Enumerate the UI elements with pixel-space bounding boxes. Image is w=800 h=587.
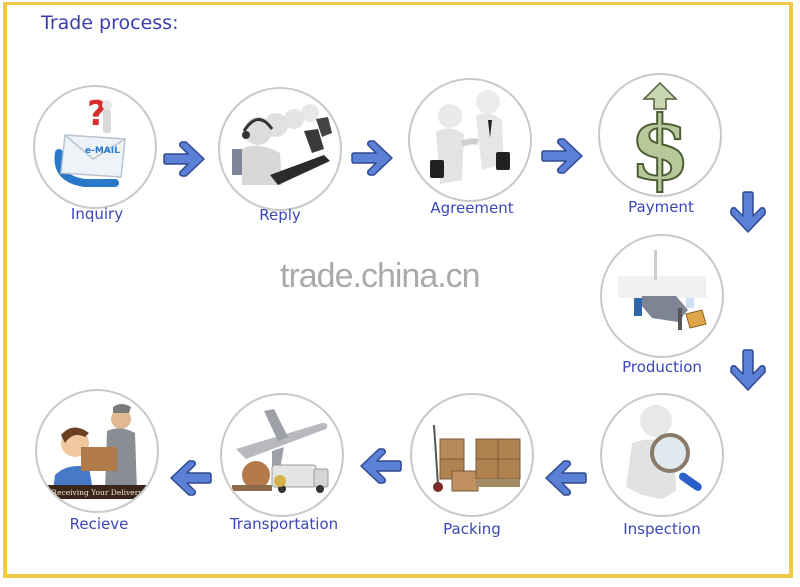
arrow-down-icon — [728, 348, 768, 394]
factory-machine-icon — [618, 250, 707, 330]
step-payment: $ — [598, 73, 722, 197]
diagram-frame — [3, 2, 793, 578]
email-question-icon: ? e-MAIL — [54, 94, 126, 187]
diagram-title: Trade process: — [41, 12, 179, 34]
step-label-inquiry: Inquiry — [70, 205, 124, 223]
step-label-production: Production — [622, 358, 702, 376]
arrow-left-icon — [167, 458, 213, 498]
magnifying-glass-icon — [626, 405, 702, 499]
step-reply — [218, 87, 342, 211]
step-packing — [410, 393, 534, 517]
step-label-inspection: Inspection — [623, 520, 701, 538]
step-inquiry: ? e-MAIL — [33, 85, 157, 209]
step-transportation — [220, 393, 344, 517]
step-label-packing: Packing — [443, 520, 501, 538]
call-center-icon — [232, 104, 332, 185]
step-production — [600, 234, 724, 358]
watermark: trade.china.cn — [280, 257, 481, 295]
step-recieve: Receiving Your Delivery — [35, 389, 159, 513]
arrow-right-icon — [540, 136, 586, 176]
step-label-payment: Payment — [628, 198, 694, 216]
step-agreement — [408, 78, 532, 202]
svg-text:?: ? — [87, 94, 107, 134]
delivery-icon: Receiving Your Delivery — [43, 404, 151, 499]
step-label-recieve: Recieve — [69, 515, 129, 533]
svg-text:Receiving Your Delivery: Receiving Your Delivery — [51, 488, 143, 497]
step-label-reply: Reply — [259, 206, 301, 224]
svg-text:e-MAIL: e-MAIL — [85, 146, 120, 156]
arrow-left-icon — [357, 446, 403, 486]
arrow-left-icon — [542, 458, 588, 498]
step-label-agreement: Agreement — [430, 199, 514, 217]
arrow-down-icon — [728, 190, 768, 236]
arrow-right-icon — [162, 139, 208, 179]
svg-text:$: $ — [629, 96, 690, 195]
step-inspection — [600, 393, 724, 517]
dollar-sign-icon: $ — [628, 81, 692, 195]
boxes-icon — [433, 424, 521, 492]
plane-truck-icon — [232, 409, 329, 493]
arrow-right-icon — [350, 138, 396, 178]
step-label-transportation: Transportation — [229, 515, 339, 533]
handshake-icon — [430, 90, 510, 184]
